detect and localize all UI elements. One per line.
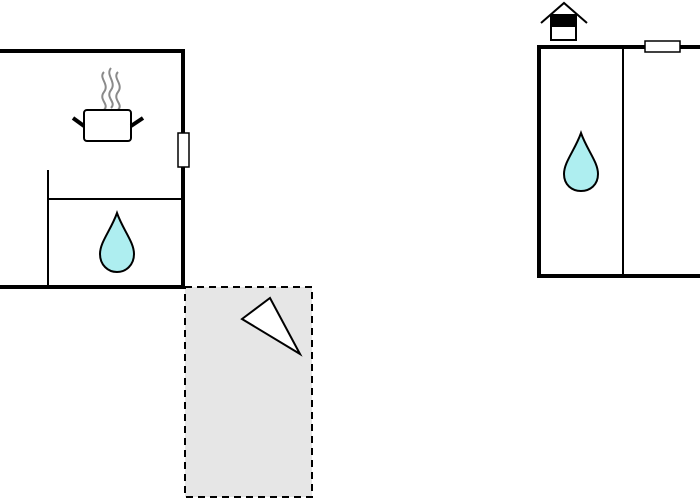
bathroom-room xyxy=(537,1,700,278)
water-drop-icon xyxy=(562,129,600,193)
bathroom-walls xyxy=(537,45,700,278)
kitchen-walls xyxy=(0,49,185,289)
steam-icon xyxy=(101,67,121,111)
water-drop-icon xyxy=(98,209,136,274)
kitchen-room xyxy=(0,49,190,289)
chimney-icon xyxy=(540,1,588,41)
window-icon xyxy=(177,132,190,168)
stove-icon xyxy=(71,109,145,142)
compass-triangle-icon xyxy=(240,296,303,357)
window-icon xyxy=(644,40,681,53)
